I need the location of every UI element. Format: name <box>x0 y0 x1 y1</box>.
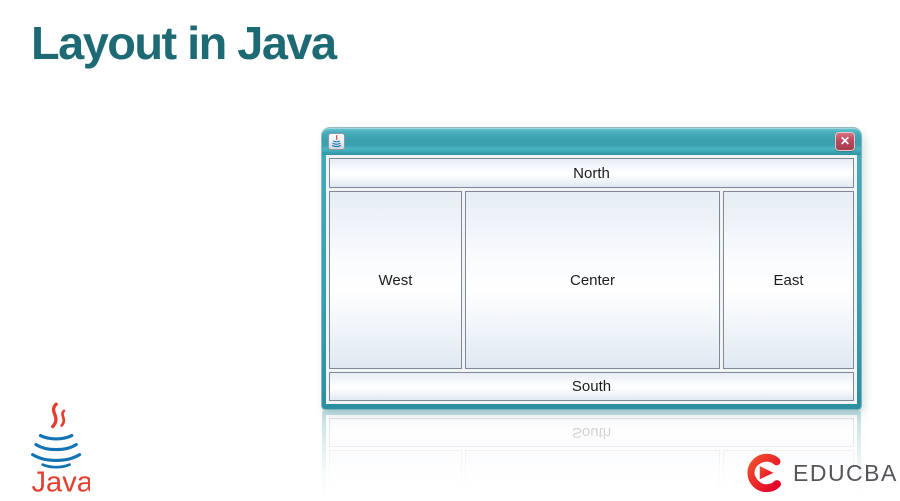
close-button[interactable]: ✕ <box>835 132 855 151</box>
close-icon: ✕ <box>839 134 851 148</box>
reflection-south-button: South <box>329 418 854 447</box>
center-button[interactable]: Center <box>465 191 720 369</box>
north-button[interactable]: North <box>329 158 854 188</box>
java-logo: Java <box>20 402 94 501</box>
west-button[interactable]: West <box>329 191 462 369</box>
page-title: Layout in Java <box>31 17 337 69</box>
java-cup-icon <box>331 135 342 148</box>
educba-logo: EDUCBA <box>744 452 898 494</box>
educba-play-e-icon <box>744 452 786 494</box>
borderlayout-content: North West Center East South <box>326 155 857 404</box>
east-button[interactable]: East <box>723 191 854 369</box>
java-steam-icon <box>51 402 66 429</box>
reflection-center-button: Center <box>465 450 720 500</box>
borderlayout-middle-row: West Center East <box>329 191 854 369</box>
window-titlebar[interactable]: ✕ <box>322 128 861 155</box>
window-menu-button[interactable] <box>328 133 345 150</box>
java-logo-wordmark: Java <box>32 467 91 496</box>
java-window: ✕ North West Center East South <box>322 128 861 409</box>
south-button[interactable]: South <box>329 372 854 401</box>
java-cup-icon <box>31 434 82 469</box>
reflection-west-button: West <box>329 450 462 500</box>
educba-wordmark: EDUCBA <box>793 459 898 486</box>
